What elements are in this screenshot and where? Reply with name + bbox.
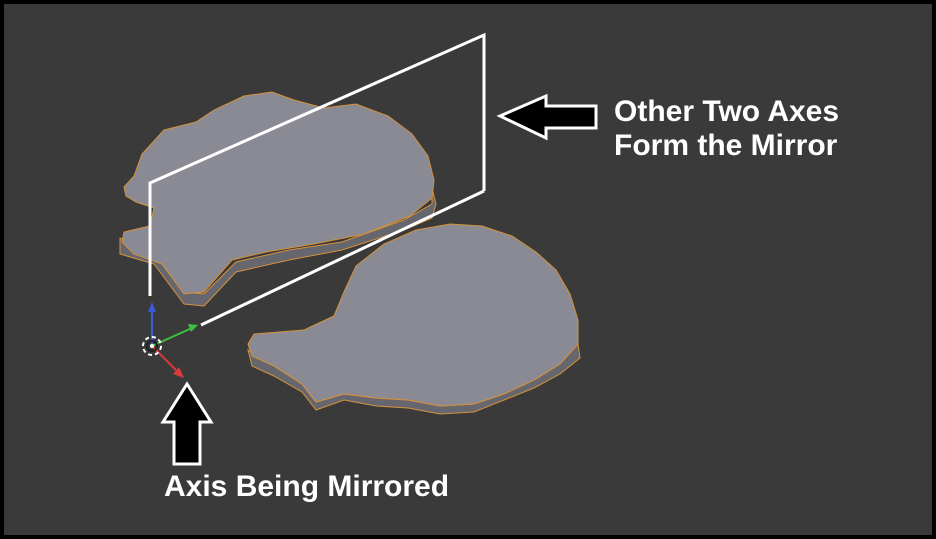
- axis-y-arrowhead: [188, 324, 198, 332]
- axis-annotation-label: Axis Being Mirrored: [164, 470, 450, 503]
- mesh-original-side: [119, 187, 437, 307]
- mirror-plane: [148, 32, 486, 327]
- arrow-up-icon: [160, 381, 214, 466]
- mirror-plane-bottom-edge: [200, 189, 485, 327]
- mirror-annotation-label: Other Two Axes Form the Mirror: [614, 95, 839, 163]
- mirror-annotation-line2: Form the Mirror: [614, 129, 838, 162]
- mesh-mirrored[interactable]: [247, 223, 581, 415]
- transform-gizmo[interactable]: [142, 302, 198, 378]
- pivot-cursor-icon: [142, 336, 162, 356]
- arrow-left-icon: [496, 93, 598, 141]
- axis-x-arrowhead: [173, 367, 184, 378]
- axis-z-arrowhead: [148, 302, 156, 312]
- axis-y-line: [151, 327, 193, 347]
- mirror-plane-outline: [148, 32, 486, 296]
- 3d-viewport[interactable]: [4, 4, 932, 535]
- mesh-mirrored-top: [247, 223, 579, 407]
- mesh-original-top: [121, 91, 435, 295]
- mesh-original[interactable]: [119, 91, 437, 307]
- mirror-annotation-line1: Other Two Axes: [614, 95, 840, 128]
